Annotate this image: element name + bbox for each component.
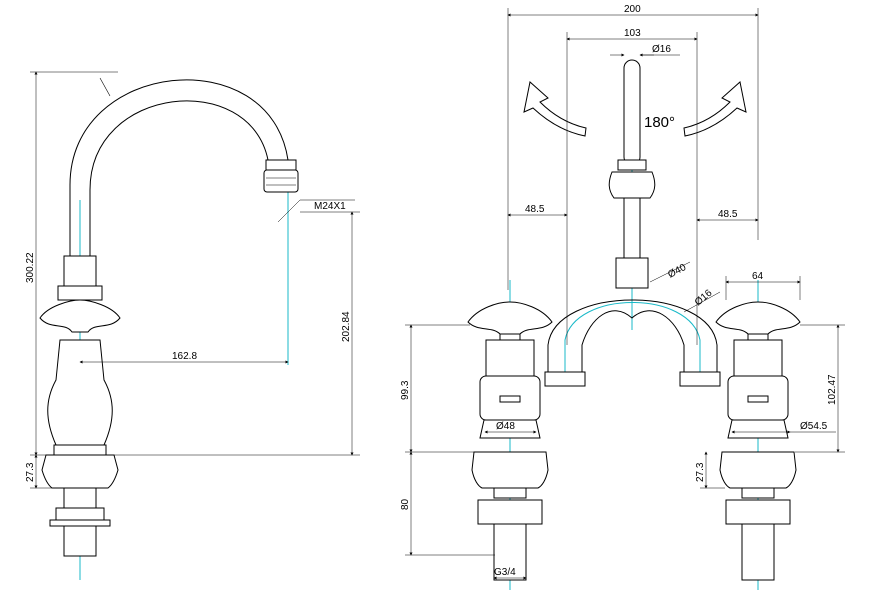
dim-spout-reach: 162.8 — [172, 351, 197, 362]
side-lock-nut — [55, 507, 105, 521]
dim-bridge-tube-dia: Ø16 — [693, 287, 715, 308]
spout-stem — [623, 197, 641, 259]
dim-right-height: 102.47 — [827, 374, 838, 405]
dim-flange-left: Ø48 — [496, 421, 515, 432]
spout-swivel — [608, 171, 656, 199]
rotate-right-arrow — [683, 81, 747, 137]
right-cross-handle — [715, 301, 801, 335]
bridge-inner — [581, 310, 685, 382]
spout-outer — [69, 79, 289, 258]
dim-spout-dia: Ø16 — [652, 44, 671, 55]
left-cross-handle — [467, 301, 553, 335]
right-base — [719, 451, 797, 489]
side-view: 300.22 27.3 202.84 162.8 M24X1 — [25, 71, 360, 580]
front-spout — [623, 59, 641, 166]
side-connector — [63, 255, 97, 287]
side-cross-handle — [39, 299, 121, 333]
left-headwork — [485, 339, 535, 377]
bridge-outer — [547, 299, 718, 382]
dim-overall-width: 200 — [624, 4, 641, 15]
dim-height-total: 300.22 — [25, 252, 36, 283]
rotate-left-arrow — [523, 81, 587, 137]
right-shank — [741, 523, 775, 581]
dim-aerator: M24X1 — [314, 201, 346, 212]
dim-spout-drop: 202.84 — [341, 311, 352, 342]
spout-inner — [89, 100, 269, 258]
dim-left-offset: 48.5 — [525, 204, 545, 215]
side-body — [47, 339, 113, 446]
right-headwork — [733, 339, 783, 377]
dim-left-height: 99.3 — [400, 380, 411, 400]
right-lock-nut — [725, 499, 791, 525]
side-washer — [49, 519, 111, 527]
side-nut — [57, 285, 103, 301]
rotation-label: 180° — [644, 114, 675, 131]
side-shank-top — [63, 487, 97, 509]
left-shank — [493, 523, 527, 581]
dim-base-height: 27.3 — [25, 462, 36, 482]
dim-handle-width: 64 — [752, 271, 764, 282]
dim-flange-right: Ø54.5 — [800, 421, 828, 432]
left-base — [471, 451, 549, 489]
front-view: 180° 200 103 Ø16 48.5 48.5 Ø40 Ø16 64 99… — [400, 4, 845, 590]
spout-section-mark — [99, 77, 111, 97]
dim-center-offset: 103 — [624, 28, 641, 39]
side-base — [41, 454, 119, 489]
aerator-ring — [265, 159, 297, 171]
left-lock-nut — [477, 499, 543, 525]
bridge-centerline — [564, 302, 701, 385]
dim-base-right: 27.3 — [695, 462, 706, 482]
aerator — [263, 169, 299, 193]
side-shank — [63, 525, 97, 557]
dim-shank-length: 80 — [400, 498, 411, 510]
dim-thread: G3/4 — [494, 567, 516, 578]
spout-hub — [615, 257, 649, 289]
dim-right-offset: 48.5 — [718, 209, 738, 220]
side-collar — [53, 444, 107, 456]
